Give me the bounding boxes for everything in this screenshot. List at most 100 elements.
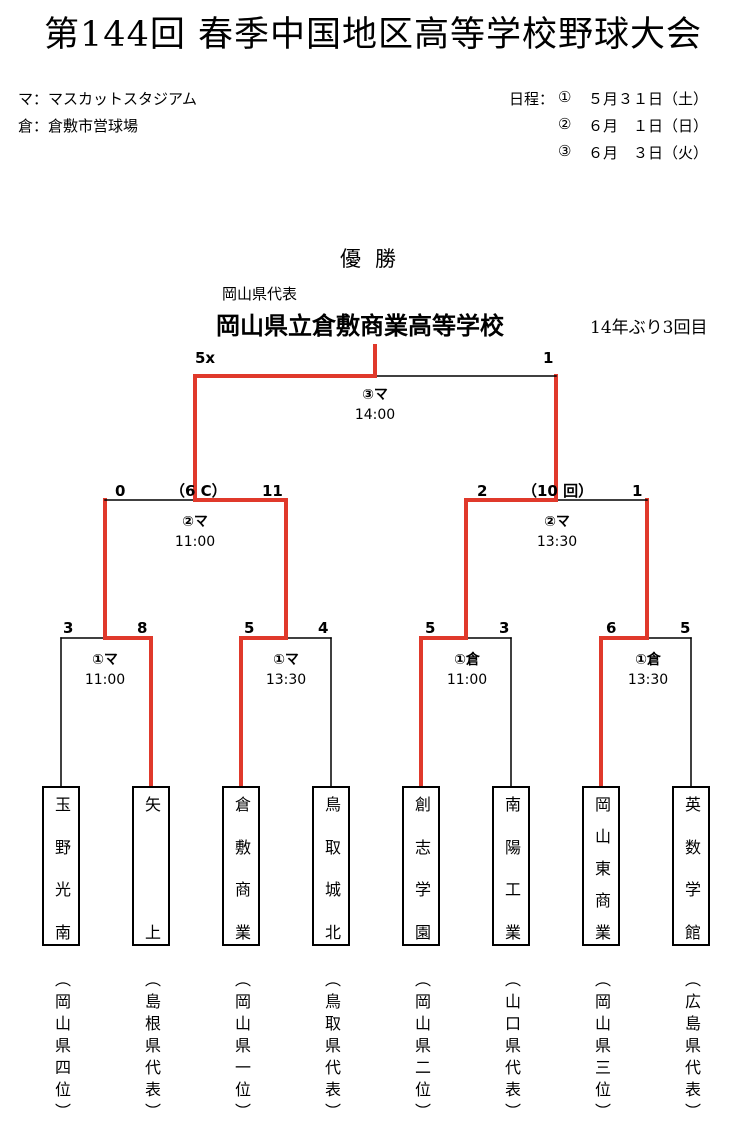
schedule-day-3-mark: ③: [558, 142, 572, 160]
team-name-4-char: 取: [322, 838, 341, 855]
team-name-7-char: 岡: [592, 796, 611, 812]
team-name-6-char: 陽: [502, 838, 521, 855]
schedule-day-1-mark: ①: [558, 88, 572, 106]
final-match-info: ③マ 14:00: [335, 385, 415, 425]
team-prefecture-6: （山口県代表）: [502, 971, 521, 1125]
r1-4-right-score: 5: [680, 619, 691, 637]
sf1-extra-note: （6 C）: [170, 482, 227, 500]
schedule-label: 日程：: [509, 90, 555, 108]
champion-representative-label: 岡山県代表: [222, 285, 298, 303]
champion-heading: 優勝: [340, 247, 410, 271]
team-prefecture-7: （岡山県三位）: [592, 971, 611, 1125]
venue-line-kurashiki: 倉：倉敷市営球場: [18, 117, 139, 135]
team-name-4-char: 北: [322, 923, 341, 940]
team-prefecture-2: （島根県代表）: [142, 971, 161, 1125]
team-name-7: 岡山東商業: [584, 796, 618, 940]
sf2-match-info: ②マ 13:30: [517, 512, 597, 552]
r1-2-match-code: ①マ: [273, 652, 299, 668]
final-left-score: 5x: [195, 349, 216, 367]
r1-3-match-info: ①倉 11:00: [427, 650, 507, 690]
team-name-4-char: 鳥: [322, 796, 341, 812]
sf1-right-score: 11: [262, 482, 283, 500]
team-name-8-char: 学: [682, 881, 701, 898]
champion-school: 岡山県立倉敷商業高等学校: [216, 311, 504, 340]
team-name-8-char: 館: [682, 923, 701, 940]
team-box-8: 英数学館: [672, 786, 710, 946]
team-name-7-char: 東: [592, 860, 611, 876]
team-name-5-char: 園: [412, 923, 431, 940]
team-name-6-char: 南: [502, 796, 521, 812]
sf1-match-time: 11:00: [174, 534, 216, 550]
team-prefecture-4: （鳥取県代表）: [322, 971, 341, 1125]
team-box-6: 南陽工業: [492, 786, 530, 946]
team-box-7: 岡山東商業: [582, 786, 620, 946]
r1-3-match-time: 11:00: [446, 672, 488, 688]
sf2-match-code: ②マ: [544, 514, 570, 530]
team-name-2-char: 矢: [142, 796, 161, 812]
r1-4-left-score: 6: [606, 619, 617, 637]
r1-1-match-info: ①マ 11:00: [65, 650, 145, 690]
team-name-4: 鳥取城北: [314, 796, 348, 940]
team-name-3-char: 倉: [232, 796, 251, 812]
page-title: 第144回 春季中国地区高等学校野球大会: [44, 15, 702, 55]
team-name-5-char: 創: [412, 796, 431, 812]
r1-3-right-score: 3: [499, 619, 510, 637]
team-name-1-char: 野: [52, 838, 71, 855]
r1-1-match-time: 11:00: [84, 672, 126, 688]
r1-2-right-score: 4: [318, 619, 329, 637]
team-name-7-char: 山: [592, 828, 611, 844]
team-name-6: 南陽工業: [494, 796, 528, 940]
team-box-1: 玉野光南: [42, 786, 80, 946]
team-name-3-char: 業: [232, 923, 251, 940]
team-name-7-char: 業: [592, 924, 611, 940]
r1-4-match-code: ①倉: [635, 652, 661, 668]
r1-2-left-score: 5: [244, 619, 255, 637]
r1-1-left-score: 3: [63, 619, 74, 637]
team-prefecture-3: （岡山県一位）: [232, 971, 251, 1125]
team-prefecture-8: （広島県代表）: [682, 971, 701, 1125]
schedule-day-2-mark: ②: [558, 115, 572, 133]
team-name-8-char: 英: [682, 796, 701, 812]
team-name-4-char: 城: [322, 881, 341, 898]
team-box-5: 創志学園: [402, 786, 440, 946]
team-name-5-char: 志: [412, 838, 431, 855]
r1-4-match-info: ①倉 13:30: [608, 650, 688, 690]
team-name-3: 倉敷商業: [224, 796, 258, 940]
team-name-5-char: 学: [412, 881, 431, 898]
schedule-day-3-date: ６月 ３日（火）: [588, 144, 709, 162]
sf1-match-code: ②マ: [182, 514, 208, 530]
team-prefecture-5: （岡山県二位）: [412, 971, 431, 1125]
schedule-day-1-date: ５月３１日（土）: [588, 90, 709, 108]
sf2-extra-note: （10 回）: [522, 482, 594, 500]
final-right-score: 1: [543, 349, 554, 367]
schedule-day-2-date: ６月 １日（日）: [588, 117, 709, 135]
team-name-8: 英数学館: [674, 796, 708, 940]
team-name-1-char: 南: [52, 923, 71, 940]
sf1-match-info: ②マ 11:00: [155, 512, 235, 552]
team-name-8-char: 数: [682, 838, 701, 855]
r1-3-left-score: 5: [425, 619, 436, 637]
team-name-1-char: 光: [52, 881, 71, 898]
sf2-left-score: 2: [477, 482, 488, 500]
r1-2-match-info: ①マ 13:30: [246, 650, 326, 690]
team-box-2: 矢上: [132, 786, 170, 946]
team-name-6-char: 工: [502, 881, 521, 898]
r1-3-match-code: ①倉: [454, 652, 480, 668]
r1-1-right-score: 8: [137, 619, 148, 637]
team-name-2: 矢上: [134, 796, 168, 940]
champion-note: 14年ぶり3回目: [590, 318, 708, 338]
team-prefecture-1: （岡山県四位）: [52, 971, 71, 1125]
sf2-right-score: 1: [632, 482, 643, 500]
final-match-code: ③マ: [362, 387, 388, 403]
team-name-7-char: 商: [592, 892, 611, 908]
r1-1-match-code: ①マ: [92, 652, 118, 668]
team-name-3-char: 商: [232, 881, 251, 898]
r1-2-match-time: 13:30: [265, 672, 307, 688]
team-name-6-char: 業: [502, 923, 521, 940]
r1-4-match-time: 13:30: [627, 672, 669, 688]
team-name-1-char: 玉: [52, 796, 71, 812]
sf2-match-time: 13:30: [536, 534, 578, 550]
final-match-time: 14:00: [354, 407, 396, 423]
team-name-5: 創志学園: [404, 796, 438, 940]
